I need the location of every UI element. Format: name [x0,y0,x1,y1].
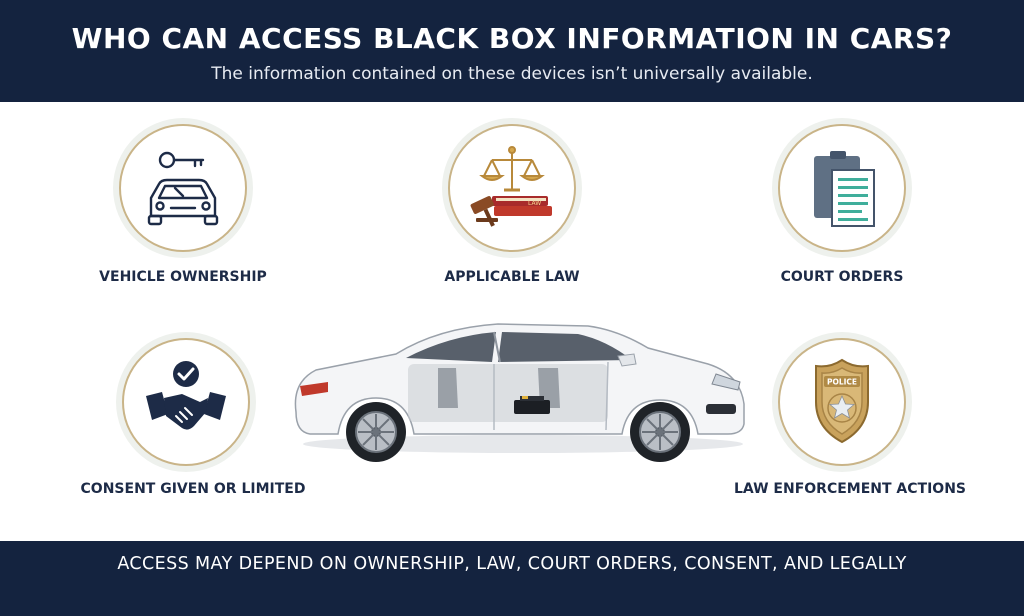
applicable-law-medallion: LAW [442,118,582,258]
header-banner: WHO CAN ACCESS BLACK BOX INFORMATION IN … [0,0,1024,102]
badge-text: POLICE [827,378,857,387]
page-subtitle: The information contained on these devic… [211,64,813,84]
law-enforcement-label: LAW ENFORCEMENT ACTIONS [733,481,966,497]
footer-banner: ACCESS MAY DEPEND ON OWNERSHIP, LAW, COU… [0,541,1024,616]
vehicle-ownership-medallion [113,118,253,258]
vehicle-ownership-label: VEHICLE OWNERSHIP [99,269,267,285]
footer-text: ACCESS MAY DEPEND ON OWNERSHIP, LAW, COU… [117,554,907,574]
law-enforcement-medallion: POLICE [772,332,912,472]
consent-label: CONSENT GIVEN OR LIMITED [80,481,306,497]
court-orders-label: COURT ORDERS [780,269,904,285]
sedan-illustration [294,323,745,462]
handshake-check-icon [146,361,226,430]
scales-of-justice-icon: LAW [470,146,552,227]
clipboard-document-icon [814,151,875,227]
car-key-icon [147,151,219,226]
page-title: WHO CAN ACCESS BLACK BOX INFORMATION IN … [71,22,953,55]
police-badge-icon: POLICE [815,358,869,444]
consent-medallion [116,332,256,472]
court-orders-medallion [772,118,912,258]
law-book-label: LAW [528,200,541,207]
applicable-law-label: APPLICABLE LAW [444,269,580,285]
